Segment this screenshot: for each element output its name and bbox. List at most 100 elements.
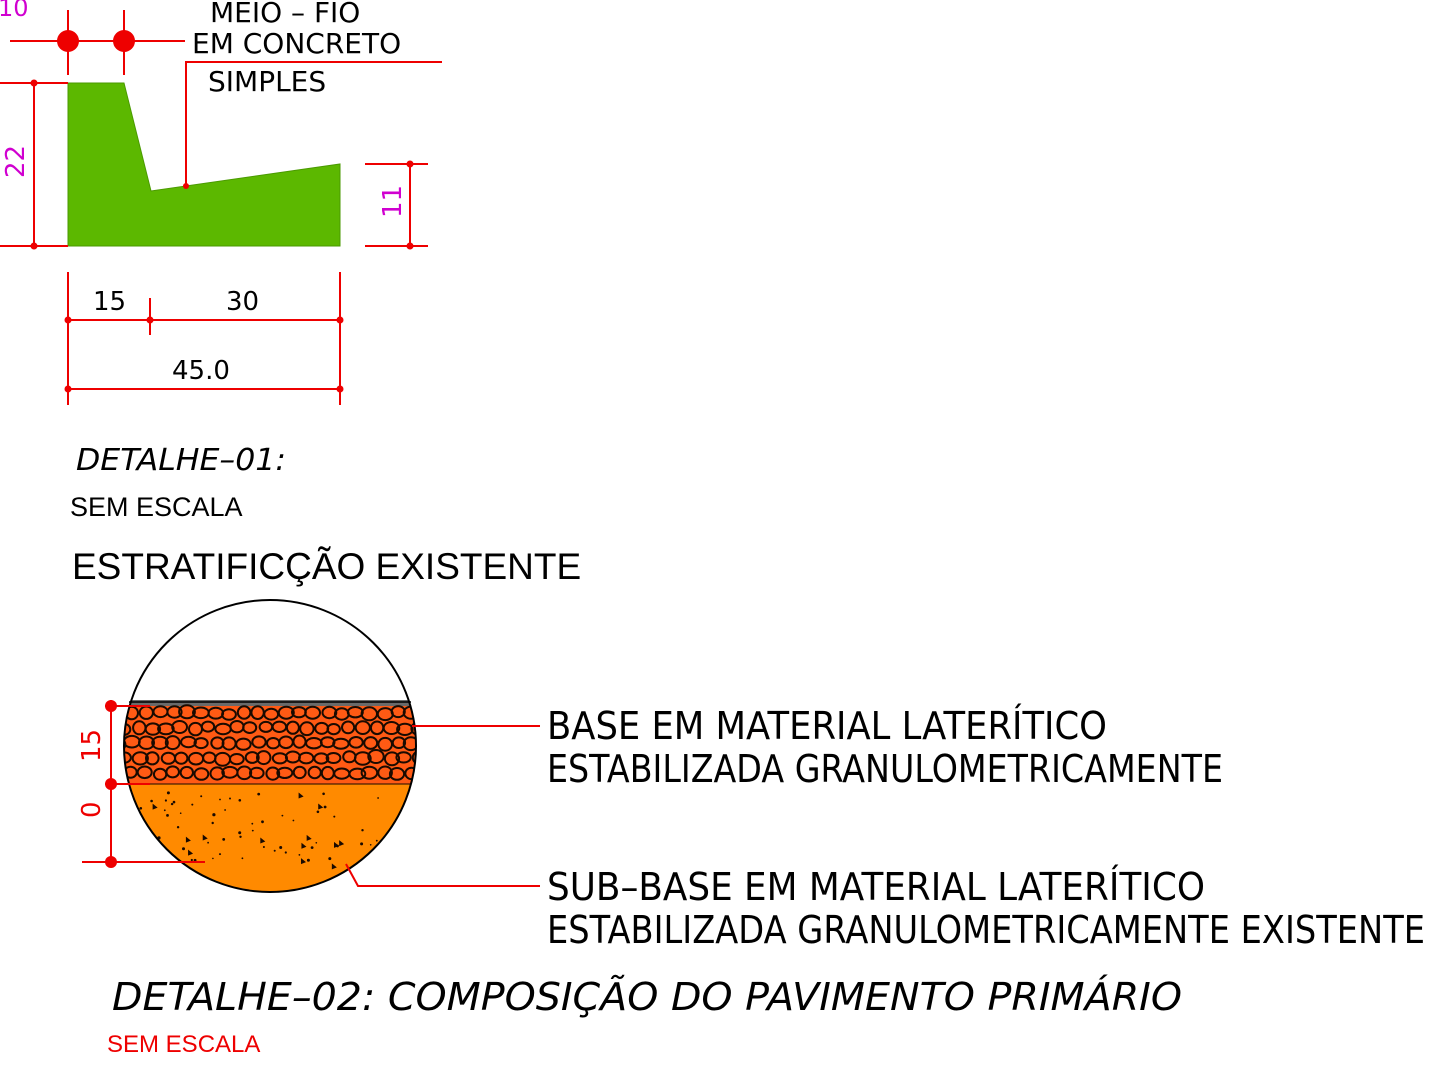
speckle-mark [190, 858, 193, 862]
dim-bottom-right-text: 30 [226, 287, 259, 317]
aggregate-stone [396, 722, 414, 737]
speckle-mark [318, 803, 324, 810]
aggregate-stone [395, 751, 412, 764]
speckle-mark [238, 799, 242, 802]
aggregate-stone [298, 751, 315, 765]
dimension-dot [336, 385, 344, 393]
section-circle [123, 599, 417, 893]
aggregate-stone [131, 751, 149, 766]
aggregate-stone [411, 750, 416, 765]
aggregate-stone [256, 750, 272, 766]
aggregate-stone [193, 767, 210, 781]
speckle-mark [172, 800, 176, 804]
aggregate-stone [321, 705, 338, 720]
aggregate-stone [124, 764, 127, 780]
aggregate-stone [348, 767, 367, 781]
speckle-mark [219, 853, 221, 856]
aggregate-stone [285, 720, 300, 735]
base-aggregate-pattern [124, 704, 416, 781]
speckle-mark [179, 812, 182, 814]
dim-right-height-text: 11 [378, 185, 408, 218]
curb-profile [67, 82, 341, 247]
speckle-mark [262, 846, 265, 848]
speckle-mark [188, 849, 194, 856]
aggregate-stone [144, 722, 162, 736]
speckle-mark [152, 803, 158, 810]
speckle-mark [241, 857, 244, 860]
dimension-dot [406, 160, 414, 168]
aggregate-stone [193, 737, 209, 750]
aggregate-stone [341, 720, 356, 735]
speckle-mark [191, 803, 194, 806]
subbase-label-line2: ESTABILIZADA GRANULOMETRICAMENTE EXISTEN… [547, 908, 1425, 952]
speckle-mark [310, 846, 314, 849]
layer-section [124, 700, 416, 892]
speckle-mark [185, 836, 191, 843]
speckle-mark [200, 795, 203, 798]
speckle-mark [251, 822, 254, 825]
aggregate-stone [138, 735, 155, 750]
speckle-mark [279, 846, 283, 849]
leader-end-dot [183, 183, 189, 189]
speckle-mark [139, 807, 143, 810]
speckle-mark [331, 863, 337, 870]
aggregate-stone [367, 749, 385, 764]
aggregate-stone [353, 751, 372, 766]
dimension-dot [64, 385, 72, 393]
dimension-dot [105, 778, 117, 790]
speckle-mark [339, 840, 345, 847]
dimension-dot [57, 30, 79, 52]
aggregate-stone [200, 720, 216, 733]
speckle-mark [315, 842, 318, 844]
label-leaders [345, 725, 540, 887]
aggregate-stone [313, 752, 330, 765]
aggregate-stone [242, 721, 258, 734]
speckle-mark [193, 858, 197, 862]
aggregate-stone [179, 765, 195, 780]
speckle-mark [301, 842, 307, 849]
speckle-mark [292, 819, 295, 822]
speckle-mark [333, 815, 336, 818]
speckle-mark [164, 799, 167, 802]
aggregate-stone [136, 765, 153, 780]
aggregate-stone [244, 751, 260, 764]
aggregate-stone [165, 765, 180, 779]
detail-02-heading: ESTRATIFICÇÃO EXISTENTE [72, 546, 581, 587]
aggregate-stone [410, 721, 416, 736]
aggregate-stone [178, 704, 196, 720]
aggregate-stone [363, 736, 379, 750]
speckle-mark [212, 813, 216, 817]
speckle-mark [360, 842, 364, 846]
aggregate-stone [180, 735, 197, 749]
aggregate-stone [299, 721, 315, 737]
aggregate-stone [209, 766, 225, 781]
dimension-dot [146, 316, 154, 324]
speckle-mark [207, 841, 210, 844]
speckle-mark [316, 810, 320, 814]
dimension-dot [336, 316, 344, 324]
speckle-mark [328, 857, 332, 861]
aggregate-stone [388, 767, 406, 781]
speckle-mark [298, 792, 304, 799]
aggregate-stone [276, 766, 294, 780]
speckle-mark [222, 838, 226, 841]
aggregate-stone [304, 705, 322, 720]
detail-02-scale: SEM ESCALA [107, 1031, 260, 1058]
detail-02-title: DETALHE–02: COMPOSIÇÃO DO PAVIMENTO PRIM… [112, 975, 1182, 1019]
speckle-mark [211, 821, 214, 825]
aggregate-stone [325, 752, 342, 764]
aggregate-stone [391, 736, 407, 750]
subbase-speckle-pattern [134, 791, 379, 870]
speckle-mark [182, 847, 185, 851]
speckle-mark [212, 857, 214, 860]
dimension-dot [105, 700, 117, 712]
speckle-mark [224, 809, 227, 811]
speckle-mark [333, 841, 339, 848]
aggregate-stone [151, 735, 169, 750]
speckle-mark [300, 858, 306, 865]
dimension-dot [30, 242, 38, 250]
aggregate-stone [235, 737, 252, 751]
aggregate-stone [277, 705, 295, 720]
speckle-mark [238, 831, 242, 835]
dim-bottom-left-text: 15 [93, 287, 126, 317]
